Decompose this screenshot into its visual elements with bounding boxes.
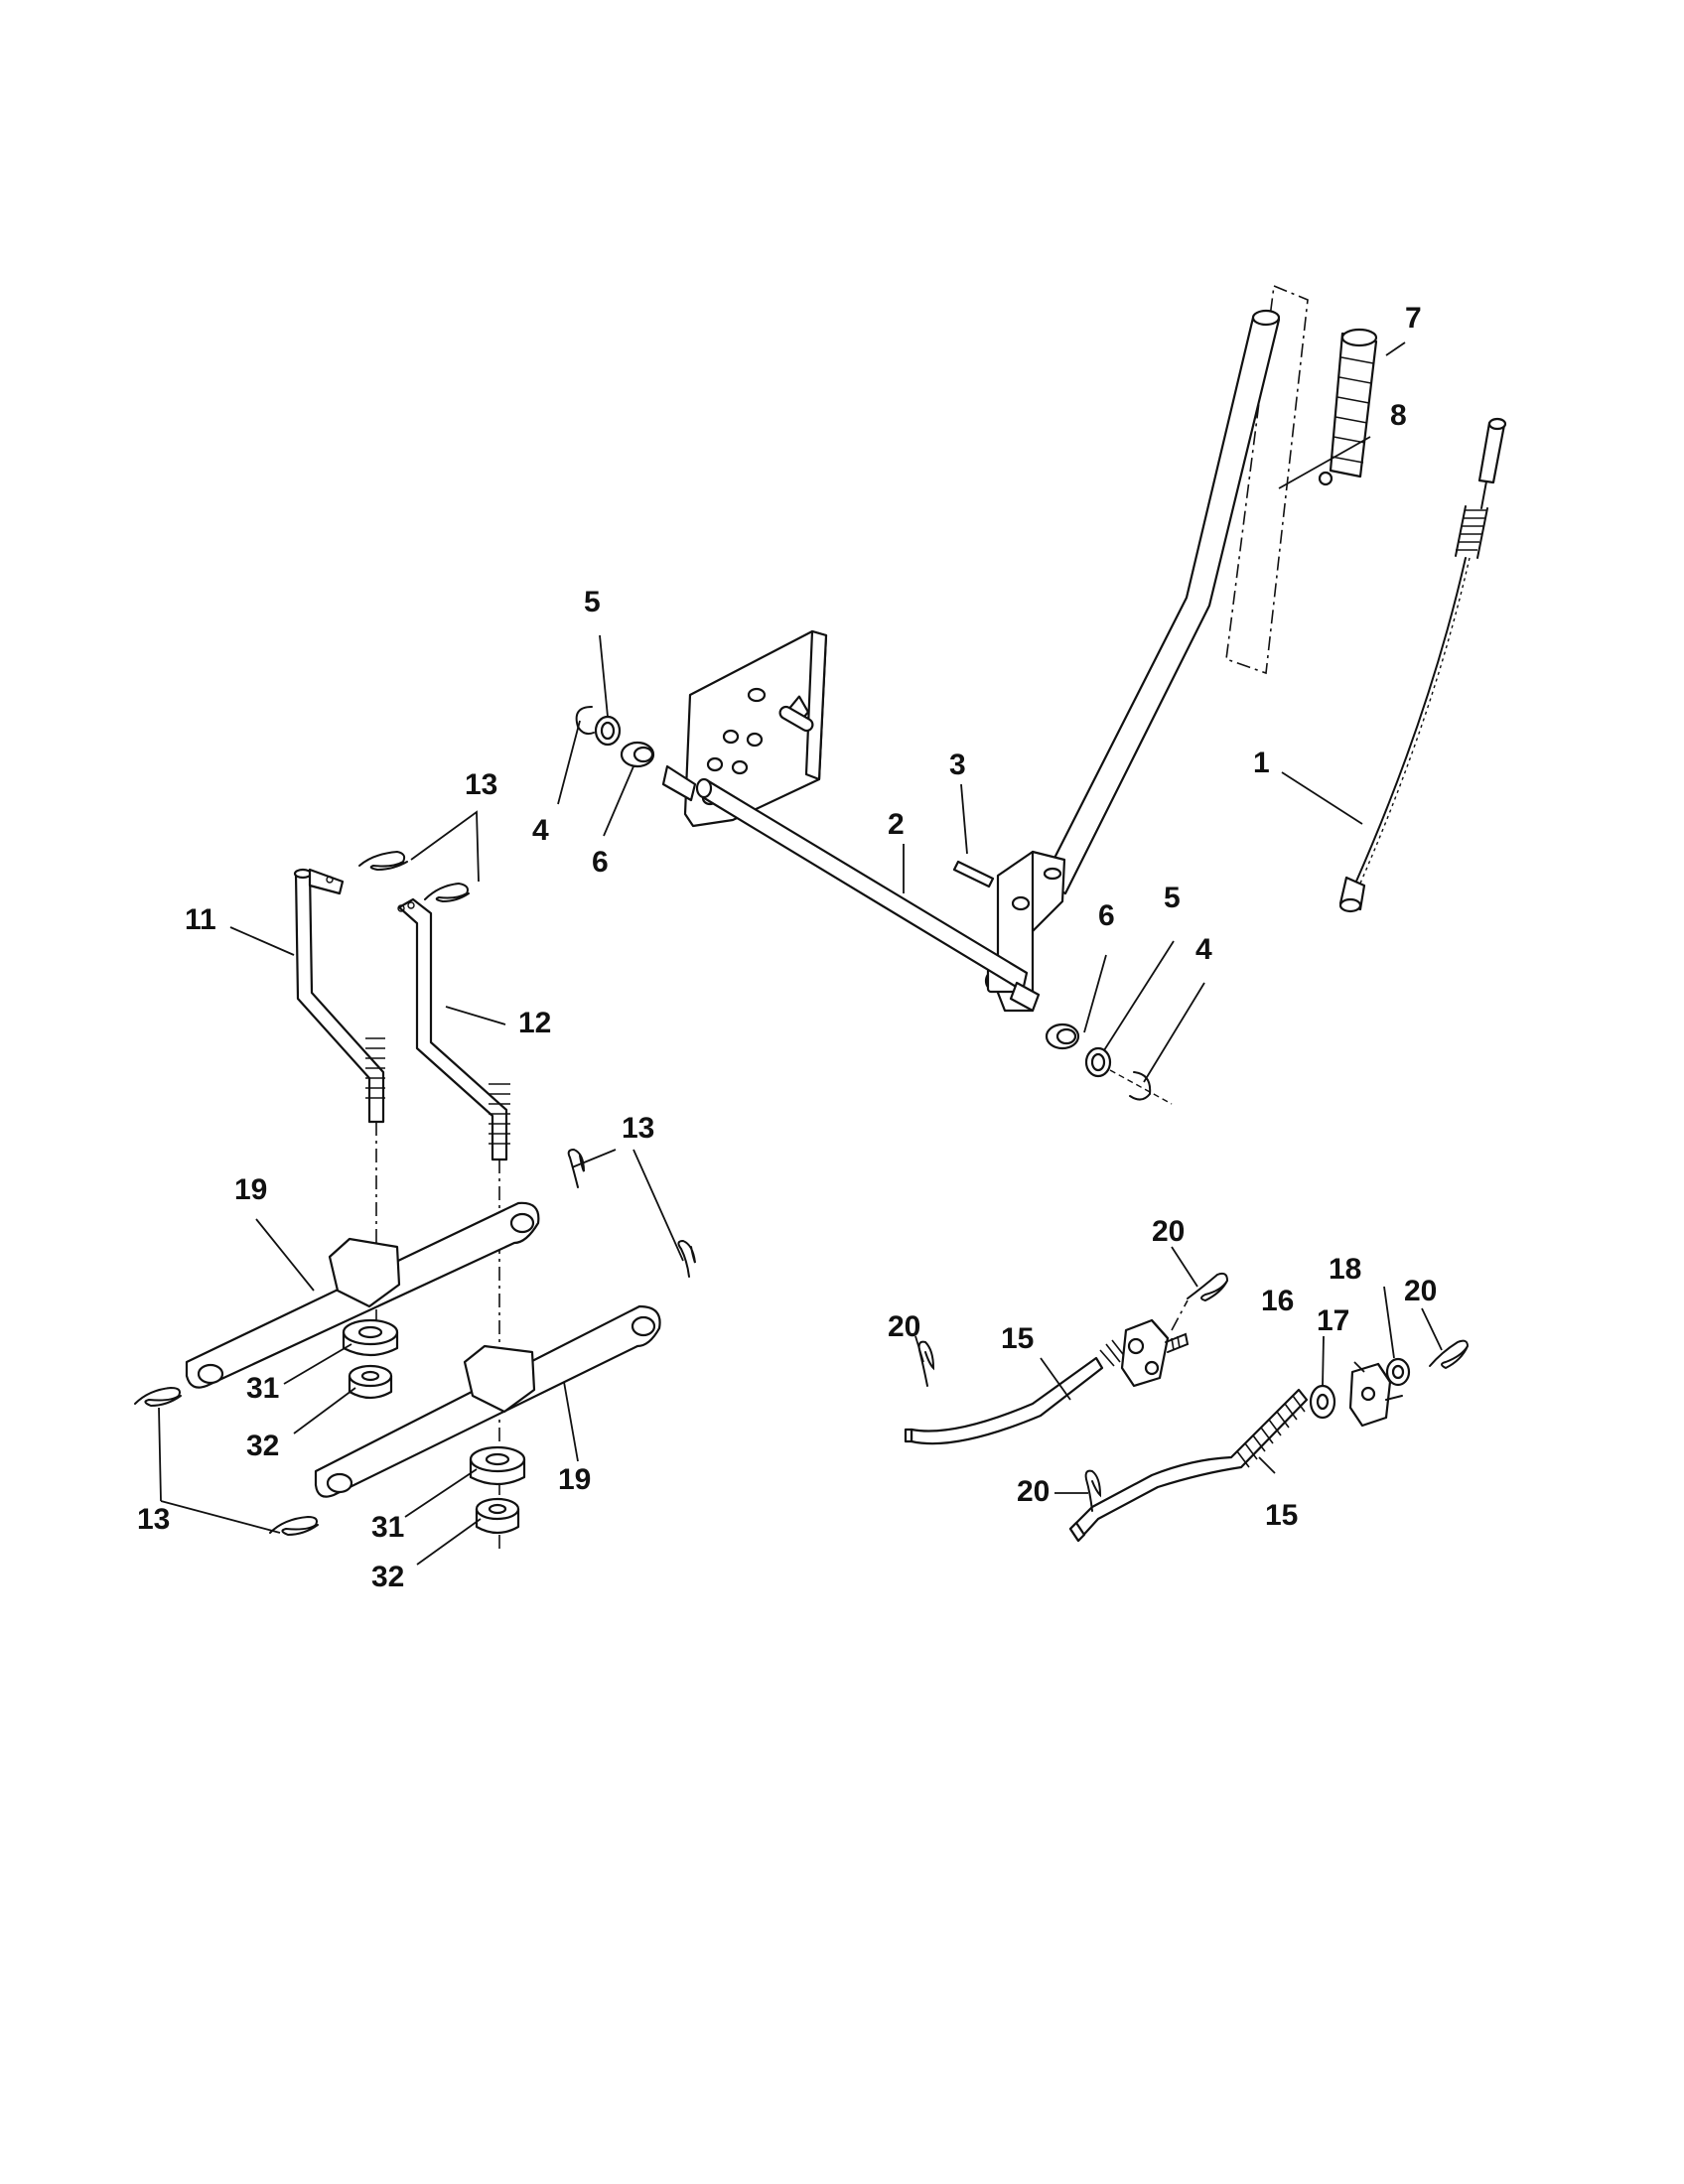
callout-2: 2 — [888, 808, 905, 841]
callout-20-right: 20 — [1404, 1275, 1437, 1307]
callout-5-right: 5 — [1164, 882, 1181, 914]
callout-15-upper: 15 — [1001, 1322, 1034, 1355]
bushing-31-lower — [469, 1445, 526, 1486]
callout-18: 18 — [1329, 1253, 1361, 1286]
callout-15-lower: 15 — [1265, 1499, 1298, 1532]
hairpin-clip-20-b — [917, 1340, 935, 1387]
callout-20-left: 20 — [888, 1310, 920, 1343]
bushing-31-upper — [342, 1318, 399, 1357]
handle-grip-outline — [1225, 284, 1309, 675]
callout-4-right: 4 — [1195, 933, 1212, 966]
callout-1: 1 — [1253, 747, 1270, 779]
callout-31-lower: 31 — [371, 1511, 404, 1544]
hairpin-clip-top-1 — [358, 850, 408, 872]
callout-13-bottom: 13 — [137, 1503, 170, 1536]
callout-19-upper: 19 — [234, 1173, 267, 1206]
lift-lever — [984, 309, 1281, 1013]
nut-16 — [1309, 1384, 1336, 1420]
callout-31-upper: 31 — [246, 1372, 279, 1405]
callout-12: 12 — [518, 1007, 551, 1039]
nut-32-upper — [348, 1364, 393, 1400]
roll-pin — [952, 860, 995, 888]
right-washer — [1084, 1046, 1112, 1078]
nut-32-lower — [475, 1497, 520, 1535]
grip — [1329, 328, 1378, 478]
callouts: 7 8 1 3 2 5 4 6 6 5 4 13 11 12 13 19 31 … — [137, 302, 1437, 1593]
hairpin-clip-top-2 — [424, 882, 470, 903]
lift-arm-lower — [314, 1304, 661, 1498]
callout-11: 11 — [185, 903, 216, 936]
cable — [1338, 417, 1507, 913]
adjust-rod-lower — [1068, 1388, 1309, 1543]
callout-13-right: 13 — [622, 1112, 654, 1145]
callout-3: 3 — [949, 749, 966, 781]
right-e-clip — [1109, 1069, 1173, 1105]
hairpin-clip-bottom-1 — [134, 1386, 182, 1408]
hairpin-clip-bottom-2 — [269, 1515, 319, 1537]
callout-8: 8 — [1390, 399, 1407, 432]
callout-32-upper: 32 — [246, 1430, 279, 1462]
screw — [1318, 471, 1333, 486]
callout-6-right: 6 — [1098, 899, 1115, 932]
callout-4-left: 4 — [532, 814, 549, 847]
lift-arm-upper — [185, 1201, 540, 1389]
left-bushing — [620, 741, 655, 768]
hairpin-clip-20-c — [1429, 1339, 1470, 1370]
callout-5-left: 5 — [584, 586, 601, 618]
right-bushing — [1009, 981, 1080, 1050]
adjust-rod-upper — [904, 1299, 1190, 1445]
callout-20-lower: 20 — [1017, 1475, 1050, 1508]
lift-link-11 — [293, 868, 385, 1350]
hairpin-clip-20-d — [1084, 1469, 1102, 1512]
callout-17: 17 — [1317, 1304, 1349, 1337]
hairpin-clip-20-a — [1187, 1272, 1229, 1302]
callout-19-lower: 19 — [558, 1463, 591, 1496]
callout-13-top: 13 — [465, 768, 497, 801]
callout-6-left: 6 — [592, 846, 609, 879]
left-washer — [594, 715, 622, 747]
callout-32-lower: 32 — [371, 1561, 404, 1593]
callout-20-top: 20 — [1152, 1215, 1185, 1248]
hairpin-clip-right-1 — [567, 1148, 585, 1188]
hairpin-clip-right-2 — [677, 1239, 696, 1278]
trunnion-17 — [1348, 1362, 1403, 1428]
callout-16: 16 — [1261, 1285, 1294, 1317]
washer-18 — [1385, 1357, 1411, 1387]
leader-lines — [158, 341, 1443, 1566]
left-e-clip — [575, 706, 595, 736]
callout-7: 7 — [1405, 302, 1422, 335]
